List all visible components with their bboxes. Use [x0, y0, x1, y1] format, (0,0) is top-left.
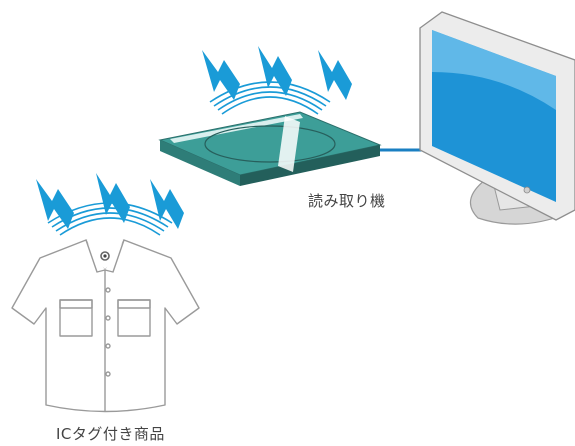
computer-monitor-icon: [419, 11, 575, 225]
reader-label: 読み取り機: [308, 192, 386, 210]
radio-signal-icon: [36, 173, 184, 236]
tagged-item-label: ICタグ付き商品: [56, 425, 165, 443]
radio-signal-icon: [202, 46, 352, 115]
shirt-icon: [11, 239, 200, 413]
rfid-reader-icon: [158, 111, 382, 186]
